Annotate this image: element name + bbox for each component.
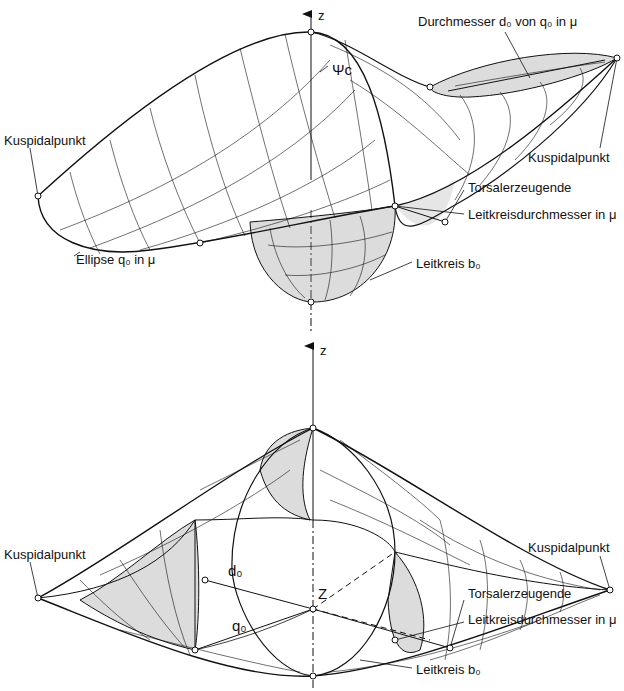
callout-text: Leitkreisdurchmesser in μ [468, 207, 616, 222]
callout-text: Torsalerzeugende [468, 180, 571, 195]
callout-text: Leitkreis b₀ [416, 662, 481, 677]
axis-label: z [318, 8, 325, 23]
axis-label: z [320, 343, 327, 358]
line-label: d₀ [228, 563, 243, 578]
callout-text: Ellipse q₀ in μ [76, 252, 155, 267]
point-label: Z [318, 586, 327, 601]
callout-text: Durchmesser d₀ von q₀ in μ [418, 14, 577, 29]
callout-text: Kuspidalpunkt [528, 540, 610, 555]
callout-text: Torsalerzeugende [468, 586, 571, 601]
callout-text: Leitkreisdurchmesser in μ [468, 612, 616, 627]
callout-text: Kuspidalpunkt [528, 150, 610, 165]
callout-text: Kuspidalpunkt [4, 547, 86, 562]
callout-text: Leitkreis b₀ [416, 256, 481, 271]
curve-label: Ψc [332, 62, 352, 77]
line-label: q₀ [232, 618, 247, 633]
callout-text: Kuspidalpunkt [4, 133, 86, 148]
